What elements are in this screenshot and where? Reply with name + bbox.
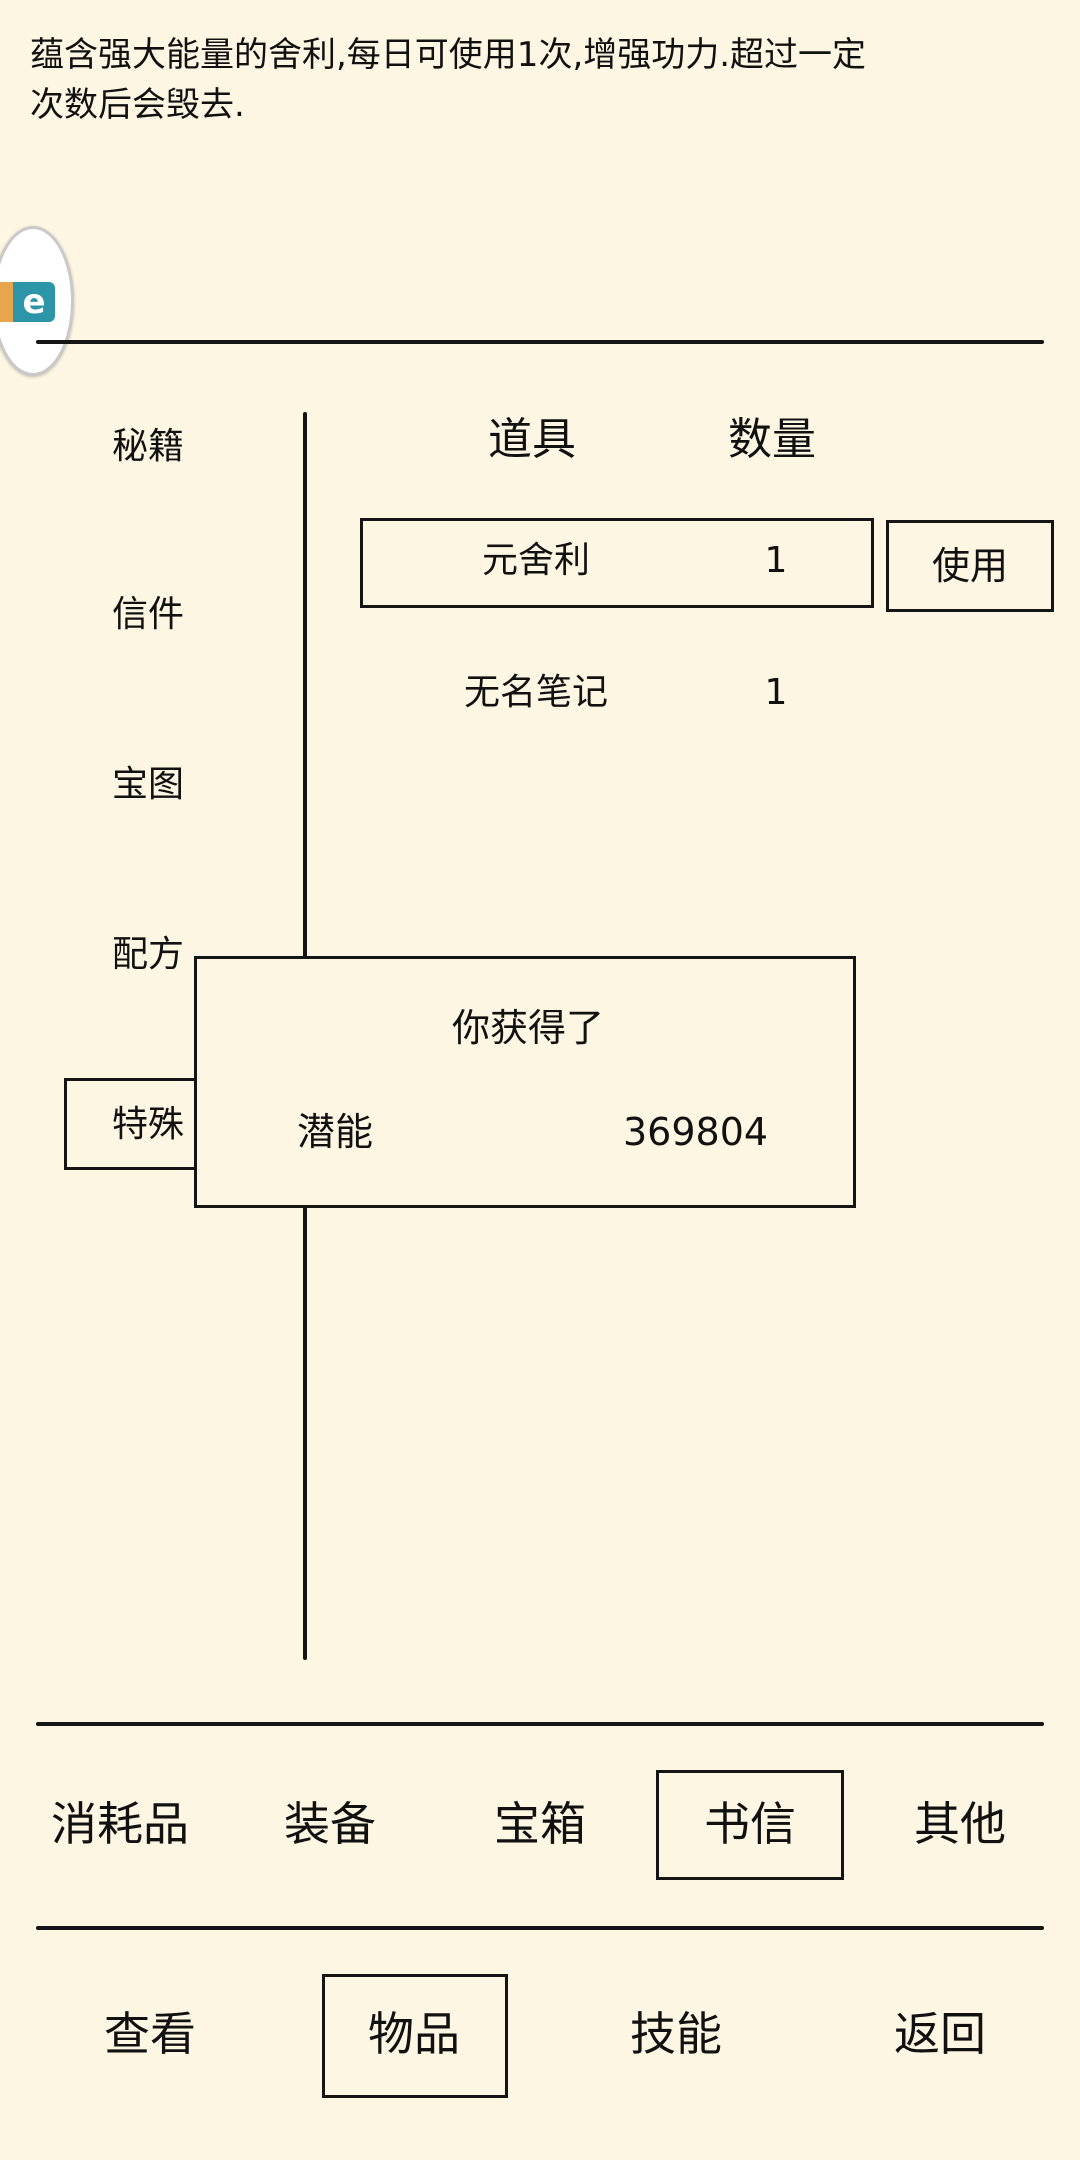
tab-equipment[interactable]: 装备 — [284, 1797, 376, 1851]
use-button[interactable]: 使用 — [886, 520, 1054, 612]
item-quantity: 1 — [764, 540, 788, 581]
category-item-letters[interactable]: 信件 — [112, 594, 185, 635]
item-name: 元舍利 — [481, 540, 590, 581]
reward-value: 369804 — [623, 1110, 769, 1154]
category-item-treasure-maps[interactable]: 宝图 — [112, 764, 185, 805]
tab-chests[interactable]: 宝箱 — [494, 1797, 586, 1851]
item-name[interactable]: 无名笔记 — [463, 672, 608, 713]
column-header-item: 道具 — [488, 414, 576, 465]
top-divider — [36, 340, 1044, 344]
floating-assistant-button[interactable]: e — [0, 226, 74, 376]
category-item-special[interactable]: 特殊 — [112, 1104, 185, 1145]
reward-name: 潜能 — [297, 1110, 374, 1154]
category-item-recipes[interactable]: 配方 — [112, 934, 185, 975]
item-quantity: 1 — [764, 672, 788, 713]
category-item-secret-books[interactable]: 秘籍 — [112, 426, 185, 467]
column-header-quantity: 数量 — [728, 414, 816, 465]
nav-top-divider — [36, 1926, 1044, 1930]
tab-letters[interactable]: 书信 — [704, 1797, 796, 1851]
item-description-line-1: 蕴含强大能量的舍利,每日可使用1次,增强功力.超过一定 — [30, 35, 867, 75]
nav-items-selected[interactable] — [322, 1974, 508, 2098]
tabs-top-divider — [36, 1722, 1044, 1726]
nav-view[interactable]: 查看 — [104, 2007, 196, 2061]
nav-items[interactable]: 物品 — [368, 2007, 460, 2061]
tab-letters-selected[interactable] — [656, 1770, 844, 1880]
app-logo-icon: e — [0, 279, 55, 325]
category-sidebar: 秘籍 信件 宝图 配方 — [0, 360, 300, 1660]
reward-popup[interactable]: 你获得了 潜能 369804 — [194, 956, 856, 1208]
item-description-line-2: 次数后会毁去. — [30, 85, 245, 125]
tab-consumables[interactable]: 消耗品 — [51, 1797, 189, 1851]
nav-skills[interactable]: 技能 — [630, 2007, 722, 2061]
tab-other[interactable]: 其他 — [914, 1797, 1006, 1851]
table-row-selected[interactable] — [360, 518, 874, 608]
popup-title: 你获得了 — [451, 1006, 604, 1050]
item-description: 蕴含强大能量的舍利,每日可使用1次,增强功力.超过一定 次数后会毁去. — [30, 30, 1030, 130]
nav-back[interactable]: 返回 — [894, 2007, 986, 2061]
